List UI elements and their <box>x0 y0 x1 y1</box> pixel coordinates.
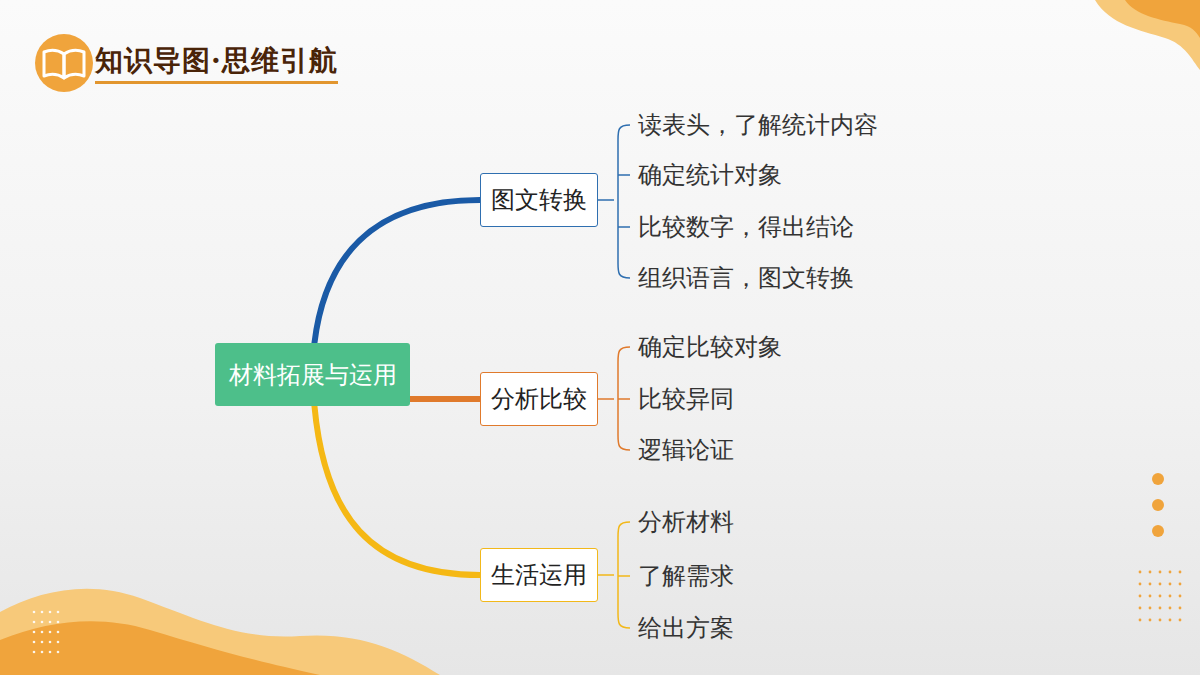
branch-topic: 生活运用 <box>480 548 598 602</box>
topic-text: 分析比较 <box>491 383 587 415</box>
slide-title: 知识导图·思维引航 <box>95 42 338 84</box>
branch-connector <box>314 200 480 343</box>
dot-grid <box>1139 571 1182 622</box>
dot-grid <box>33 611 60 654</box>
branch-topic: 图文转换 <box>480 173 598 227</box>
wave-blob <box>0 589 440 675</box>
branch-connector <box>410 396 480 402</box>
subtopic-text: 确定统计对象 <box>638 159 782 191</box>
side-dots <box>1152 473 1164 537</box>
subtopic-text: 逻辑论证 <box>638 434 734 466</box>
branch-connector <box>314 406 480 575</box>
branch-topic: 分析比较 <box>480 372 598 426</box>
root-topic: 材料拓展与运用 <box>215 343 410 406</box>
subtopic-text: 读表头，了解统计内容 <box>638 109 878 141</box>
subtopic-text: 确定比较对象 <box>638 331 782 363</box>
topic-text: 生活运用 <box>491 559 587 591</box>
bracket <box>598 125 630 628</box>
wave-blob <box>0 621 320 675</box>
corner-blob <box>1095 0 1200 70</box>
subtopic-text: 了解需求 <box>638 560 734 592</box>
book-icon <box>35 34 93 92</box>
topic-text: 图文转换 <box>491 184 587 216</box>
subtopic-text: 给出方案 <box>638 612 734 644</box>
topic-text: 材料拓展与运用 <box>229 359 397 391</box>
subtopic-text: 分析材料 <box>638 506 734 538</box>
subtopic-text: 组织语言，图文转换 <box>638 262 854 294</box>
subtopic-text: 比较数字，得出结论 <box>638 211 854 243</box>
corner-blob <box>1125 0 1200 38</box>
subtopic-text: 比较异同 <box>638 383 734 415</box>
